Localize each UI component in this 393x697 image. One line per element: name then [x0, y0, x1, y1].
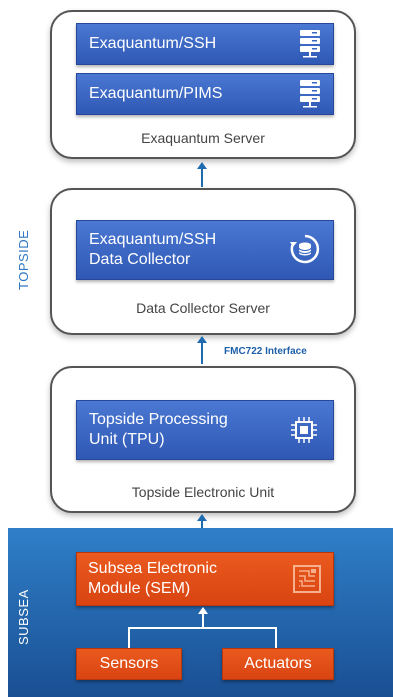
exaquantum-server-caption: Exaquantum Server: [141, 130, 265, 146]
sensors-label: Sensors: [99, 655, 159, 672]
card-label-line1: Topside Processing: [89, 411, 228, 428]
sensors-button[interactable]: Sensors: [76, 648, 182, 680]
exaquantum-server-box: Exaquantum/SSH Exaquantum/PIMS: [50, 10, 356, 159]
fmc722-interface-label: FMC722 Interface: [224, 346, 307, 357]
card-label-line1: Exaquantum/SSH: [89, 231, 217, 248]
card-label-line2: Module (SEM): [88, 580, 191, 597]
card-label-line1: Subsea Electronic: [88, 560, 217, 577]
circuit-board-icon: [293, 565, 321, 598]
arrow-up: [201, 341, 203, 364]
data-collector-server-caption: Data Collector Server: [136, 300, 270, 316]
card-label-line2: Unit (TPU): [89, 431, 165, 448]
arrow-head: [197, 514, 207, 521]
actuators-label: Actuators: [244, 655, 312, 672]
connector-line: [128, 627, 130, 649]
arrow-up: [201, 167, 203, 187]
arrow-head: [197, 336, 207, 343]
topside-electronic-unit-box: Topside Processing Unit (TPU) Topside El…: [50, 366, 356, 513]
exaquantum-pims-card[interactable]: Exaquantum/PIMS: [76, 73, 334, 115]
arrow-head: [198, 607, 208, 614]
topside-label: TOPSIDE: [16, 229, 31, 290]
data-collector-card[interactable]: Exaquantum/SSH Data Collector: [76, 220, 334, 280]
arrow-head: [197, 162, 207, 169]
subsea-label: SUBSEA: [16, 589, 31, 645]
database-sync-icon: [289, 233, 321, 270]
topside-electronic-unit-caption: Topside Electronic Unit: [131, 484, 275, 500]
exaquantum-ssh-card[interactable]: Exaquantum/SSH: [76, 23, 334, 65]
connector-line: [275, 627, 277, 649]
server-rack-icon: [299, 79, 321, 114]
card-label-line2: Data Collector: [89, 251, 191, 268]
sem-card[interactable]: Subsea Electronic Module (SEM): [76, 552, 334, 606]
server-rack-icon: [299, 29, 321, 64]
card-label: Exaquantum/PIMS: [89, 85, 223, 102]
tpu-card[interactable]: Topside Processing Unit (TPU): [76, 400, 334, 460]
data-collector-server-box: Exaquantum/SSH Data Collector Data Colle…: [50, 188, 356, 335]
connector-line: [202, 612, 204, 628]
processor-chip-icon: [289, 415, 319, 450]
actuators-button[interactable]: Actuators: [222, 648, 334, 680]
card-label: Exaquantum/SSH: [89, 35, 217, 52]
connector-line: [128, 627, 277, 629]
